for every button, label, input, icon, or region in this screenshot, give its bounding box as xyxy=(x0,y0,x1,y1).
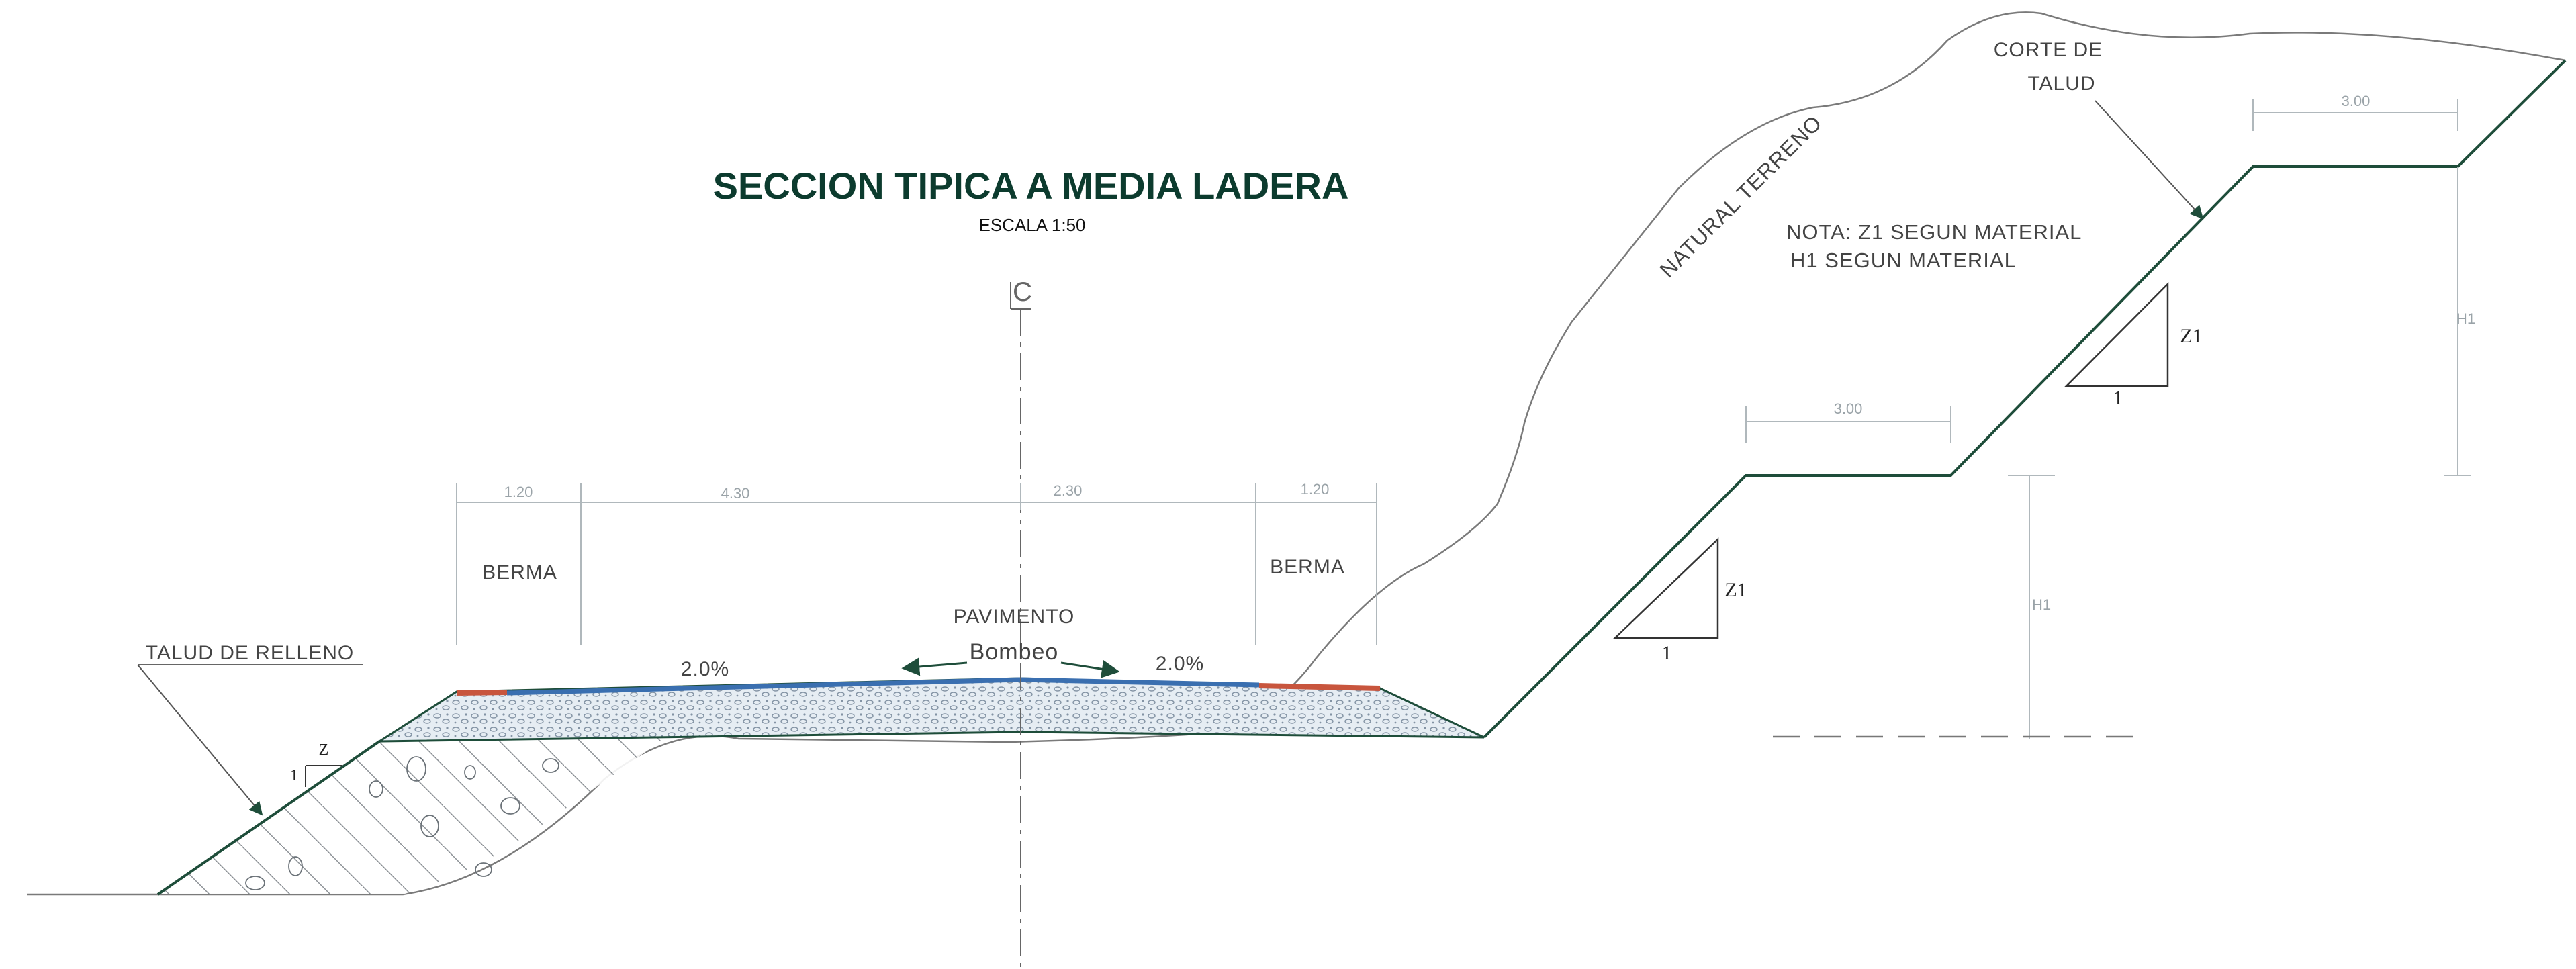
bombeo-label: Bombeo xyxy=(970,639,1059,665)
bench-dimensions xyxy=(1745,99,2471,739)
road-dimensions xyxy=(456,483,1377,645)
slope-left-label: 2.0% xyxy=(681,658,729,680)
dim-bench-low: 3.00 xyxy=(1834,400,1863,417)
talud-relleno-label: TALUD DE RELLENO xyxy=(146,642,355,664)
shoulder-right-surface xyxy=(1258,683,1381,691)
cut-high-z1: Z1 xyxy=(2180,325,2202,347)
cut-low-z1: Z1 xyxy=(1724,579,1747,601)
dim-berma-left: 1.20 xyxy=(504,483,533,500)
natural-terrain-line xyxy=(27,11,2566,896)
cut-low-one: 1 xyxy=(1662,642,1672,664)
berma-right-label: BERMA xyxy=(1270,556,1345,578)
dim-h1-high: H1 xyxy=(2456,310,2475,327)
fill-slope-marker xyxy=(305,765,342,787)
nota-line-1: NOTA: Z1 SEGUN MATERIAL xyxy=(1786,220,2082,244)
talud-relleno-leader xyxy=(137,664,263,816)
corte-talud-label-2: TALUD xyxy=(2027,73,2095,95)
drawing-scale: ESCALA 1:50 xyxy=(979,215,1086,235)
dim-bench-high: 3.00 xyxy=(2342,93,2371,109)
slope-right-label: 2.0% xyxy=(1156,653,1204,675)
drawing-title: SECCION TIPICA A MEDIA LADERA xyxy=(713,165,1349,207)
centerline-symbol: C xyxy=(1010,277,1033,310)
cut-slope-triangle-low xyxy=(1612,537,1719,639)
bombeo-arrow-right xyxy=(1060,659,1120,678)
cut-slope-triangle-high xyxy=(2064,281,2169,387)
fill-embankment xyxy=(158,733,672,894)
dim-carril-right: 2.30 xyxy=(1054,482,1083,499)
corte-talud-leader xyxy=(2095,100,2204,220)
fill-slope-line xyxy=(156,740,381,896)
dim-h1-low: H1 xyxy=(2032,596,2051,613)
pavimento-label: PAVIMENTO xyxy=(954,606,1075,628)
fill-slope-one: 1 xyxy=(290,767,298,784)
cut-slope-profile xyxy=(1483,59,2567,739)
fill-boulders xyxy=(245,756,559,890)
bombeo-arrow-left xyxy=(901,657,968,676)
dim-berma-right: 1.20 xyxy=(1301,481,1330,498)
fill-slope-z: Z xyxy=(319,741,329,759)
berma-left-label: BERMA xyxy=(482,561,557,584)
nota-line-2: H1 SEGUN MATERIAL xyxy=(1790,248,2017,272)
dim-carril-left: 4.30 xyxy=(721,485,750,502)
centerline-label: C xyxy=(1013,277,1033,307)
cut-high-one: 1 xyxy=(2113,387,2123,409)
shoulder-left-surface xyxy=(456,690,508,696)
corte-talud-label-1: CORTE DE xyxy=(1994,39,2103,61)
